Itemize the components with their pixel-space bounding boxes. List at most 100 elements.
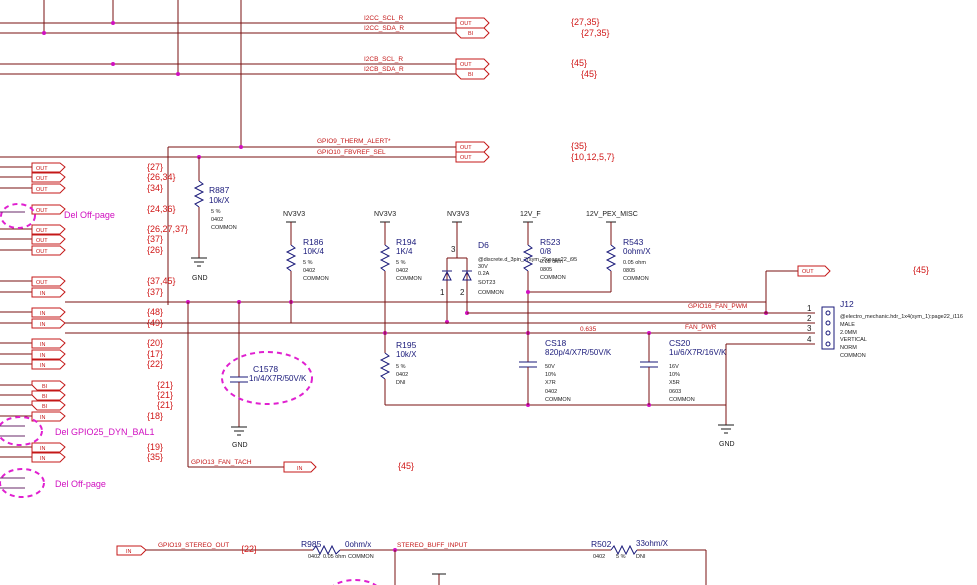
svg-text:OUT: OUT	[460, 145, 472, 151]
gnd-label: GND	[719, 441, 735, 448]
svg-text:OUT: OUT	[36, 249, 48, 255]
ref-designator: C1578	[253, 364, 278, 374]
svg-text:{37}: {37}	[147, 287, 163, 297]
param: 0805	[623, 268, 635, 274]
ref-designator: CS18	[545, 338, 567, 348]
svg-text:OUT: OUT	[36, 187, 48, 193]
svg-text:OUT: OUT	[460, 21, 472, 27]
param: 0402	[303, 268, 315, 274]
component-value: 10k/X	[396, 350, 417, 359]
port-in: IN	[283, 461, 317, 473]
svg-text:BI: BI	[42, 394, 48, 400]
ref-designator: R887	[209, 185, 230, 195]
param: X5R	[669, 380, 680, 386]
power-label: NV3V3	[447, 211, 469, 218]
component-value: 0ohm/X	[623, 247, 651, 256]
param: 5 %	[396, 364, 406, 370]
net-label: GPIO13_FAN_TACH	[191, 459, 252, 466]
component-value: 10k/X	[209, 196, 230, 205]
svg-text:OUT: OUT	[36, 166, 48, 172]
component-value: 0ohm/x	[345, 540, 371, 549]
port-out: OUT	[797, 265, 831, 277]
svg-text:BI: BI	[42, 404, 48, 410]
svg-text:{27}: {27}	[147, 162, 163, 172]
ref-designator: R186	[303, 237, 324, 247]
svg-text:OUT: OUT	[36, 208, 48, 214]
param: @discrete.d_3pin_2(sym_2):page22_i95	[478, 257, 577, 263]
port-out: OUT	[455, 141, 490, 153]
component-value: 33ohm/X	[636, 539, 669, 548]
param: 0.05 ohm	[623, 260, 646, 266]
param: 0402	[211, 217, 223, 223]
deletion-marker	[0, 468, 45, 498]
param: 16V	[669, 364, 679, 370]
net-label: FAN_PWR	[685, 324, 717, 331]
power-label: 12V_F	[520, 211, 541, 218]
deletion-marker	[0, 416, 43, 446]
pin-number: 4	[807, 335, 812, 344]
net-label: I2CB_SCL_R	[364, 56, 403, 63]
component-value: 1u/6/X7R/16V/K	[669, 348, 727, 357]
svg-text:{18}: {18}	[147, 411, 163, 421]
page-ref: {45}	[398, 461, 414, 471]
param: 50V	[545, 364, 555, 370]
ref-designator: D6	[478, 240, 489, 250]
resistor-r195	[379, 352, 391, 380]
pin-number: 1	[440, 288, 445, 297]
param: 30V	[478, 264, 488, 270]
page-ref: {45}	[571, 58, 587, 68]
port-out: OUT	[455, 58, 490, 70]
power-label: 12V_PEX_MISC	[586, 211, 638, 218]
resistor-r502	[610, 544, 638, 556]
component-value: 820p/4/X7R/50V/K	[545, 348, 612, 357]
param: X7R	[545, 380, 556, 386]
svg-text:BI: BI	[468, 72, 474, 78]
port-out: OUT	[455, 151, 490, 163]
svg-text:{26,34}: {26,34}	[147, 172, 176, 182]
svg-text:{24,36}: {24,36}	[147, 204, 176, 214]
svg-text:{48}: {48}	[147, 307, 163, 317]
ref-designator: R194	[396, 237, 417, 247]
left-ports: OUT OUT OUT OUT OUT OUT OUT OUT IN IN IN…	[31, 162, 66, 463]
param: 2.0MM	[840, 330, 857, 336]
svg-text:IN: IN	[40, 311, 46, 317]
param: NORM	[840, 345, 857, 351]
gnd-label: GND	[192, 275, 208, 282]
param: COMMON	[478, 290, 504, 296]
highlight-marker	[221, 351, 313, 405]
svg-text:BI: BI	[468, 31, 474, 37]
left-signal-rows	[0, 166, 32, 458]
port-in: IN	[116, 545, 147, 556]
resistor-r985	[312, 544, 341, 556]
junction	[239, 145, 243, 149]
param: 5 %	[616, 554, 626, 560]
page-ref: {35}	[571, 141, 587, 151]
ref-designator: R195	[396, 340, 417, 350]
param: 0.05 ohm	[323, 554, 346, 560]
svg-text:{19}: {19}	[147, 442, 163, 452]
net-label: STEREO_BUFF_INPUT	[397, 542, 467, 549]
param: COMMON	[396, 276, 422, 282]
param: @electro_mechanic.hdr_1x4(sym_1):page22_…	[840, 314, 963, 320]
param: 0402	[545, 389, 557, 395]
note-del-off-page: Del Off-page	[64, 210, 115, 220]
component-value: 1K/4	[396, 247, 413, 256]
svg-text:IN: IN	[40, 342, 46, 348]
svg-text:IN: IN	[40, 446, 46, 452]
param: 0603	[669, 389, 681, 395]
svg-text:OUT: OUT	[802, 269, 814, 275]
ref-designator: R985	[301, 539, 322, 549]
svg-text:IN: IN	[40, 363, 46, 369]
net-label: GPIO19_STEREO_OUT	[158, 542, 229, 549]
page-ref: {45}	[581, 69, 597, 79]
svg-text:{37}: {37}	[147, 234, 163, 244]
highlight-marker	[333, 579, 377, 585]
connector-j12	[821, 306, 835, 350]
svg-text:{35}: {35}	[147, 452, 163, 462]
svg-text:OUT: OUT	[36, 238, 48, 244]
svg-text:BI: BI	[42, 384, 48, 390]
net-label: I2CB_SDA_R	[364, 66, 404, 73]
resistor-r887	[193, 180, 205, 208]
svg-text:{26,27,37}: {26,27,37}	[147, 224, 188, 234]
